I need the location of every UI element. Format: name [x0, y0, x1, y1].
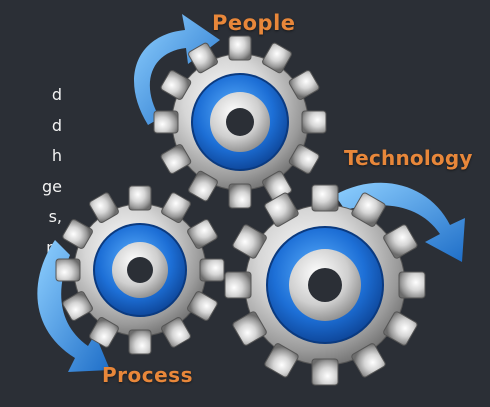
- text-fragment: ge: [42, 176, 62, 196]
- text-fragment: d: [51, 115, 62, 135]
- label-process: Process: [102, 363, 193, 387]
- text-fragment: h: [51, 146, 62, 165]
- gear-process: [55, 185, 225, 355]
- arrow-people: [134, 14, 220, 125]
- label-people: People: [212, 11, 296, 35]
- gear-technology: [224, 184, 426, 386]
- text-fragment: s,: [48, 207, 62, 226]
- text-fragment: d: [51, 85, 62, 104]
- label-technology: Technology: [344, 146, 473, 170]
- gear-people: [153, 35, 327, 209]
